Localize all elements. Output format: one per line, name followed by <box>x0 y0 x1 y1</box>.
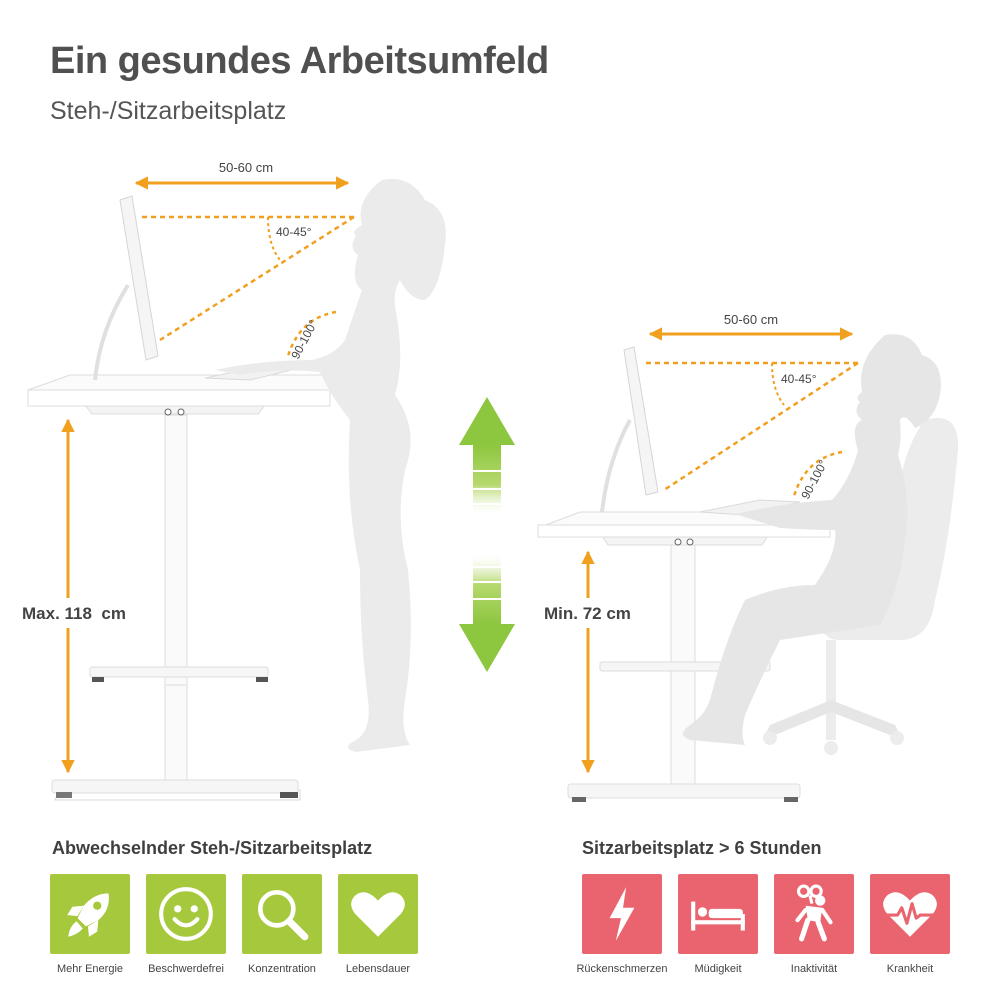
standing-height-label: Max. 118 cm <box>22 604 126 623</box>
benefit-konzentration: Konzentration <box>242 874 322 975</box>
benefits-heading: Abwechselnder Steh-/Sitzarbeitsplatz <box>52 838 373 858</box>
benefit-label: Beschwerdefrei <box>148 963 224 975</box>
heart-icon <box>338 874 418 954</box>
page-title: Ein gesundes Arbeitsumfeld <box>50 40 549 82</box>
benefit-label: Mehr Energie <box>56 963 124 975</box>
sitting-view-angle-label: 40-45° <box>781 372 817 386</box>
risk-label: Müdigkeit <box>694 963 742 975</box>
height-adjust-arrows <box>459 397 515 672</box>
risks-heading: Sitzarbeitsplatz > 6 Stunden <box>582 838 822 858</box>
risk-muedigkeit: Müdigkeit <box>678 874 758 975</box>
benefit-label: Konzentration <box>248 963 316 975</box>
ergonomics-illustration: 50-60 cm 40-45° 90-100° Max. 118 cm <box>20 160 959 802</box>
sitting-distance-label: 50-60 cm <box>724 312 778 327</box>
sitting-desk <box>537 511 831 802</box>
benefits-icon-row: Mehr Energie Beschwerdefrei Konzentratio… <box>50 874 418 975</box>
smiley-icon <box>146 874 226 954</box>
sitting-measurements: 50-60 cm 40-45° 90-100° Min. 72 cm <box>542 312 859 774</box>
benefit-label: Lebensdauer <box>345 963 411 975</box>
up-arrow-icon <box>459 397 515 445</box>
standing-arm-angle-label: 90-100° <box>288 317 320 361</box>
risk-rueckenschmerzen: Rückenschmerzen <box>576 874 668 975</box>
down-arrow-icon <box>459 624 515 672</box>
risk-inaktivitaet: Inaktivität <box>774 874 854 975</box>
benefit-mehr-energie: Mehr Energie <box>50 874 130 975</box>
rocket-icon <box>50 874 130 954</box>
risk-label: Krankheit <box>886 963 934 975</box>
benefit-lebensdauer: Lebensdauer <box>338 874 418 975</box>
risk-krankheit: Krankheit <box>870 874 950 975</box>
page-subtitle: Steh-/Sitzarbeitsplatz <box>50 97 287 125</box>
standing-monitor <box>93 195 301 381</box>
magnifier-icon <box>242 874 322 954</box>
standing-view-angle-label: 40-45° <box>276 225 312 239</box>
risks-icon-row: Rückenschmerzen Müdigkeit <box>576 874 950 975</box>
sitting-person-silhouette <box>683 334 941 745</box>
heartbeat-icon <box>870 874 950 954</box>
standing-distance-label: 50-60 cm <box>219 160 273 175</box>
lightning-icon <box>582 874 662 954</box>
standing-desk <box>27 374 331 801</box>
wind-up-figure-icon <box>774 874 854 954</box>
sitting-arm-angle-label: 90-100° <box>798 457 830 501</box>
benefit-beschwerdefrei: Beschwerdefrei <box>146 874 226 975</box>
bed-icon <box>678 874 758 954</box>
standing-person-silhouette <box>215 178 446 752</box>
risk-label: Rückenschmerzen <box>576 963 668 975</box>
sitting-monitor <box>600 346 801 516</box>
risk-label: Inaktivität <box>790 963 838 975</box>
sitting-height-label: Min. 72 cm <box>544 604 631 623</box>
